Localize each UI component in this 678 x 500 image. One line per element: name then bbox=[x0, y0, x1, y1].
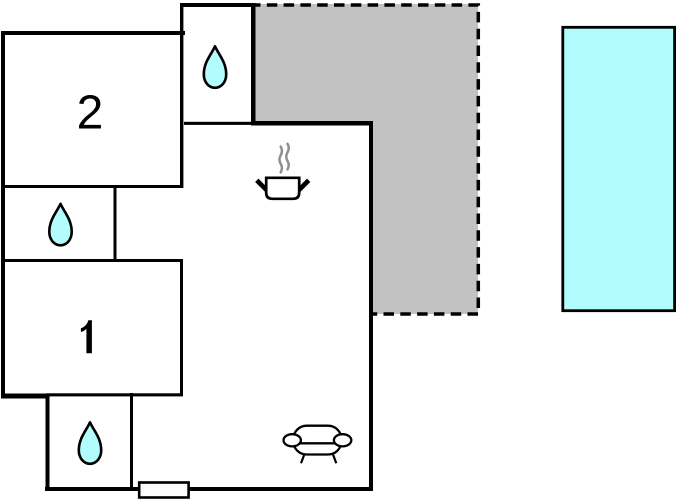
svg-text:2: 2 bbox=[77, 86, 104, 139]
